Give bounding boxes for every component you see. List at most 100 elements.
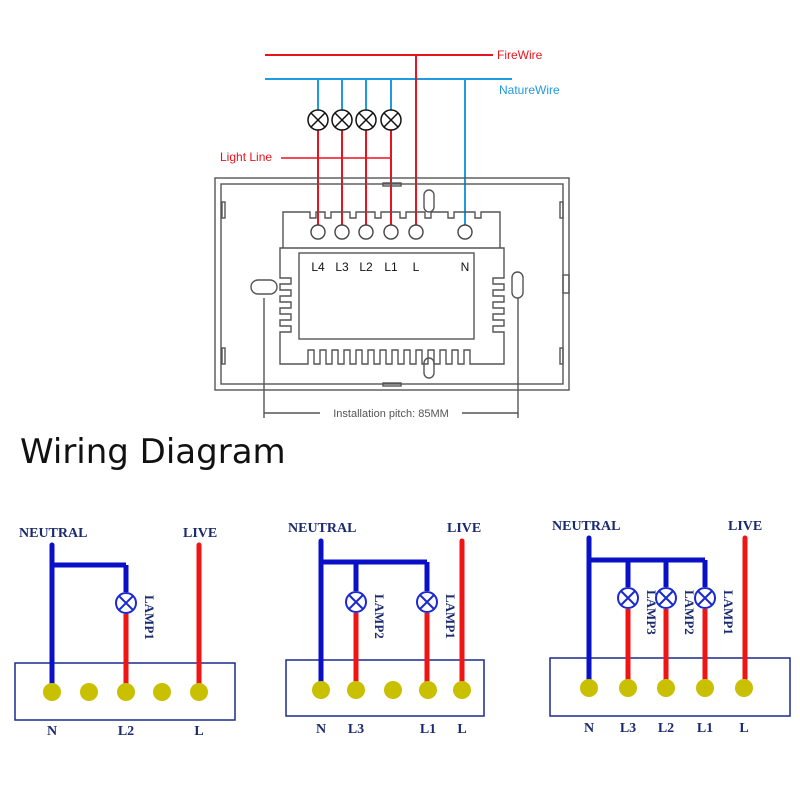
lamp-cross [658,590,674,606]
mount-slot-bottom [423,357,435,379]
main-body [279,247,505,365]
lamp-icon [617,587,639,609]
lamp-icon [331,109,353,131]
live-label: LIVE [728,519,762,534]
terminal-dot [312,681,330,699]
lamp-icon [345,591,367,613]
lamp-cross [348,594,364,610]
terminal-dot [696,679,714,697]
terminal-dot [190,683,208,701]
lamp-cross [419,594,435,610]
pitch-label: Installation pitch: 85MM [333,408,449,420]
terminal-screw [310,224,326,240]
lamp-cross [620,590,636,606]
lamp-label: LAMP1 [443,594,458,639]
firewire-label: FireWire [497,48,543,62]
terminal-label: L4 [311,260,325,274]
lamp-cross [358,112,374,128]
terminal-label: L3 [348,722,364,737]
terminal-screw [358,224,374,240]
neutral-label: NEUTRAL [288,521,356,536]
terminal-label: L1 [697,721,713,736]
top-wires [265,54,512,232]
terminal-dot [619,679,637,697]
lamp-icon [355,109,377,131]
terminal-label: N [47,724,57,739]
lamp-icon [416,591,438,613]
switch-back-diagram: L4 L3 L2 L1 L N Installation pitch: 85MM Fire… [214,48,570,420]
terminal-block [282,211,501,248]
label-panel [298,252,475,340]
section-title: Wiring Diagram [20,432,286,472]
terminal-label: L [194,724,203,739]
terminal-screw [457,224,473,240]
light-line-label: Light Line [220,150,272,164]
terminal-dot [80,683,98,701]
mount-slot-right [511,271,524,299]
lamp-label: LAMP2 [682,590,697,635]
top-terminals [310,224,473,240]
lamp-label: LAMP1 [142,595,157,640]
lamp-cross [118,595,134,611]
terminal-label: N [584,721,594,736]
terminal-dot [453,681,471,699]
terminal-dot [153,683,171,701]
bottom-clip [382,382,402,387]
top-terminal-labels: L4 L3 L2 L1 L N [311,260,469,274]
terminal-box [549,657,791,717]
terminal-label: L2 [359,260,373,274]
terminal-label: L2 [658,721,674,736]
terminal-label: L3 [620,721,636,736]
terminal-dot [657,679,675,697]
terminal-screw [334,224,350,240]
side-clip [562,274,570,294]
lamp-label: LAMP2 [372,594,387,639]
lamp-cross [334,112,350,128]
terminal-dot [117,683,135,701]
side-clip [221,201,226,219]
terminal-label: L1 [420,722,436,737]
terminal-dot [580,679,598,697]
lamp-cross [383,112,399,128]
lamp-cross [310,112,326,128]
terminal-label: L3 [335,260,349,274]
neutral-label: NEUTRAL [552,519,620,534]
terminal-label: L [739,721,748,736]
mount-slot-top [423,189,435,213]
terminal-dot [419,681,437,699]
switch-housing [214,177,570,418]
mount-slot-left [250,279,278,295]
naturewire-label: NatureWire [499,83,560,97]
lamp-label: LAMP1 [721,590,736,635]
terminal-screw [383,224,399,240]
lamp-icon [307,109,329,131]
terminal-dot [735,679,753,697]
lamp-icon [115,592,137,614]
terminal-label: N [461,260,470,274]
terminal-screw [408,224,424,240]
terminal-label: L [457,722,466,737]
terminal-dot [43,683,61,701]
terminal-label: L1 [384,260,398,274]
terminal-box [285,659,485,717]
side-clip [221,347,226,365]
terminal-label: L2 [118,724,134,739]
terminal-dot [384,681,402,699]
neutral-label: NEUTRAL [19,526,87,541]
side-clip [559,347,564,365]
top-clip [382,182,402,187]
terminal-label: N [316,722,326,737]
lamp-icon [380,109,402,131]
terminal-label: L [413,260,420,274]
lamp-icon [694,587,716,609]
lamp-icon [655,587,677,609]
lamp-label: LAMP3 [644,590,659,635]
side-clip [559,201,564,219]
lamp-cross [697,590,713,606]
live-label: LIVE [447,521,481,536]
